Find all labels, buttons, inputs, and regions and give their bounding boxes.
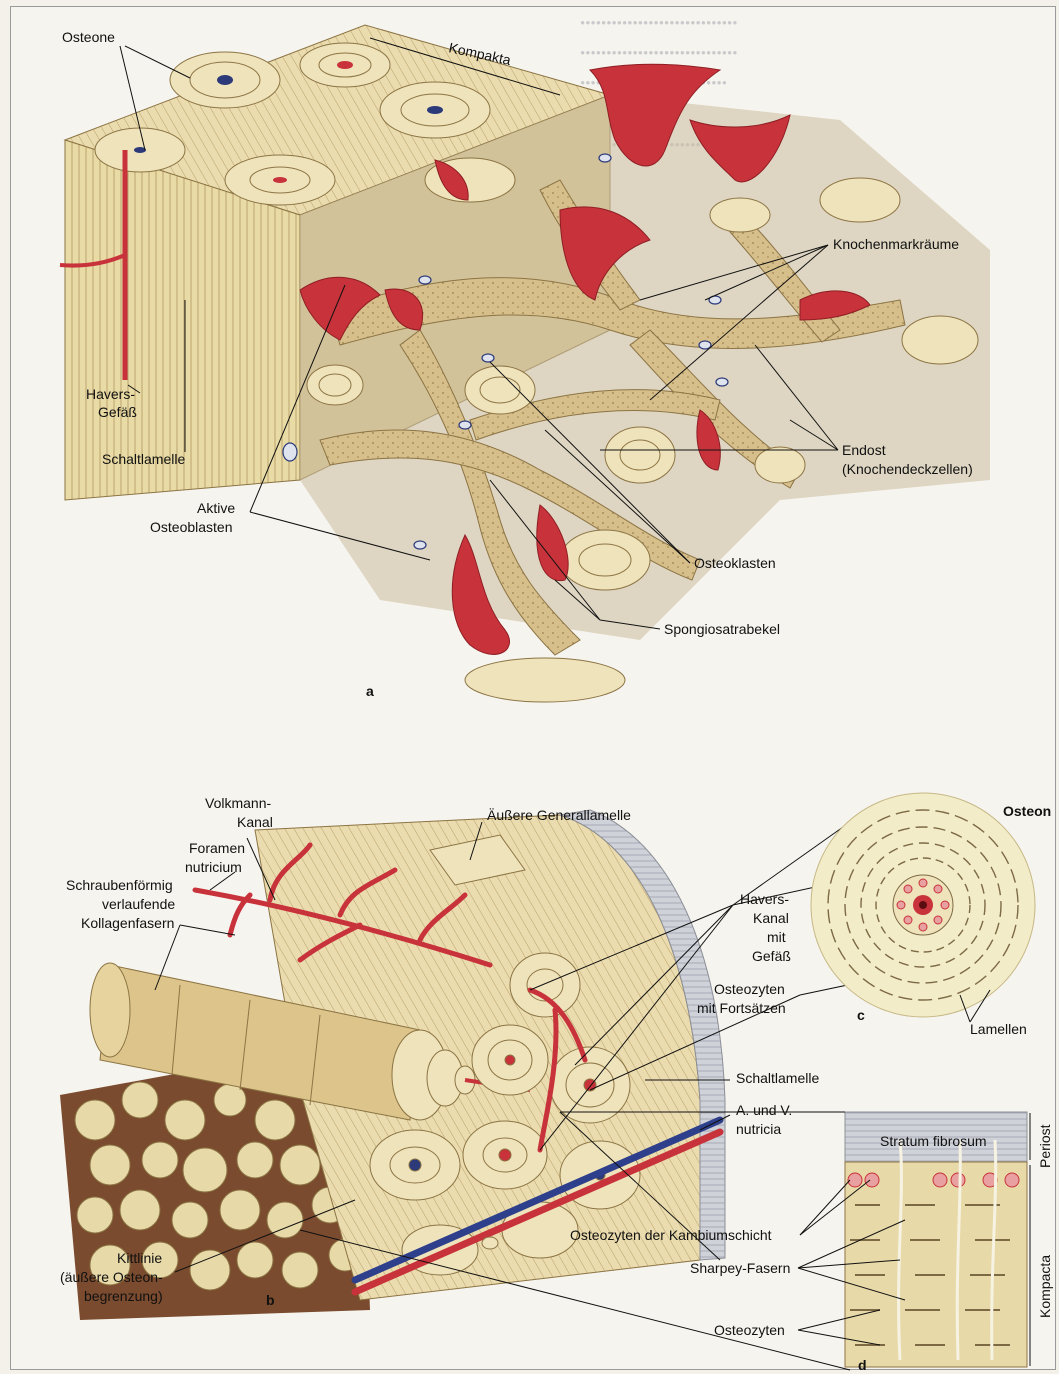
label-kollagenfasern-line3: Kollagenfasern [81, 915, 174, 931]
label-havers-kanal-line2: Kanal [753, 910, 789, 926]
label-schaltlamelle-a: Schaltlamelle [102, 451, 185, 467]
label-osteozyten-kambiumschicht: Osteozyten der Kambiumschicht [570, 1227, 772, 1243]
label-endost-line1: Endost [842, 442, 886, 458]
panel-a-illustration [60, 25, 990, 702]
label-lamellen: Lamellen [970, 1021, 1027, 1037]
label-osteozyten-fortsaetze-line2: mit Fortsätzen [697, 1000, 786, 1016]
svg-text:••••••••••••••••••••••••••••••: •••••••••••••••••••••••••••••• [580, 16, 738, 32]
label-endost-line2: (Knochendeckzellen) [842, 461, 973, 477]
svg-text:••••••••••••••••••••••••••••••: •••••••••••••••••••••••••••••• [580, 46, 738, 62]
label-osteon: Osteon [1003, 803, 1051, 819]
label-kittlinie-line2: (äußere Osteon- [60, 1269, 163, 1285]
label-osteoklasten: Osteoklasten [694, 555, 776, 571]
label-osteone: Osteone [62, 29, 115, 45]
label-kompacta: Kompacta [1037, 1255, 1053, 1318]
label-kittlinie-line3: begrenzung) [84, 1288, 163, 1304]
panel-letter-a: a [366, 683, 374, 699]
label-aeussere-generallamelle: Äußere Generallamelle [487, 807, 631, 823]
label-kittlinie-line1: Kittlinie [117, 1250, 162, 1266]
label-volkmann-kanal-line1: Volkmann- [205, 795, 271, 811]
label-osteozyten: Osteozyten [714, 1322, 785, 1338]
label-kollagenfasern-line2: verlaufende [102, 896, 175, 912]
label-foramen-nutricium-line1: Foramen [189, 840, 245, 856]
panel-letter-c: c [857, 1007, 865, 1023]
panel-letter-b: b [266, 1292, 275, 1308]
label-aktive-osteoblasten-line1: Aktive [197, 500, 235, 516]
label-havers-kanal-line1: Havers- [740, 891, 789, 907]
label-spongiosatrabekel: Spongiosatrabekel [664, 621, 780, 637]
panel-c-osteon-cross-section [811, 793, 1035, 1017]
label-a-v-nutricia-line2: nutricia [736, 1121, 781, 1137]
label-schaltlamelle-b: Schaltlamelle [736, 1070, 819, 1086]
label-havers-kanal-line3: mit [767, 929, 786, 945]
label-havers-gefaess-line1: Havers- [86, 386, 135, 402]
label-osteozyten-fortsaetze-line1: Osteozyten [714, 981, 785, 997]
label-havers-kanal-line4: Gefäß [752, 948, 791, 964]
label-volkmann-kanal-line2: Kanal [237, 814, 273, 830]
label-sharpey-fasern: Sharpey-Fasern [690, 1260, 790, 1276]
label-kollagenfasern-line1: Schraubenförmig [66, 877, 173, 893]
label-stratum-fibrosum: Stratum fibrosum [880, 1133, 987, 1149]
label-periost: Periost [1037, 1124, 1053, 1168]
label-havers-gefaess-line2: Gefäß [98, 404, 137, 420]
label-foramen-nutricium-line2: nutricium [185, 859, 242, 875]
label-aktive-osteoblasten-line2: Osteoblasten [150, 519, 233, 535]
panel-d-periosteum-section [845, 1112, 1030, 1367]
label-a-v-nutricia-line1: A. und V. [736, 1102, 792, 1118]
panel-letter-d: d [858, 1357, 867, 1373]
label-knochenmarkraeume: Knochenmarkräume [833, 236, 959, 252]
